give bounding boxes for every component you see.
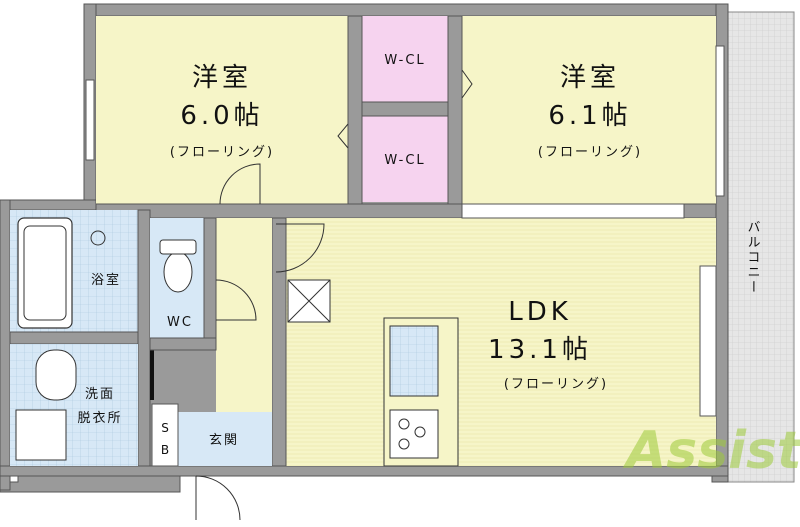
bedroom1-door xyxy=(219,163,261,205)
bedroom-1 xyxy=(96,16,348,204)
logo-text: Assist xyxy=(622,421,800,481)
bedroom2-floor: (フローリング) xyxy=(538,145,642,160)
shoe-box-label-1: S xyxy=(161,421,169,435)
ldk-name: LDK xyxy=(508,297,572,327)
left-lower-wall xyxy=(0,199,11,491)
bottom-wall xyxy=(0,465,729,477)
window-left xyxy=(85,79,95,161)
closet2-door xyxy=(461,69,473,99)
toilet-tank-icon xyxy=(159,239,197,255)
ldk-size: 13.1帖 xyxy=(488,335,592,365)
bedroom2-size: 6.1帖 xyxy=(548,101,631,131)
balcony-label: バルコニー xyxy=(745,220,761,295)
washing-machine-pan xyxy=(15,409,67,461)
stove-top xyxy=(389,409,439,459)
washroom-door-frame xyxy=(150,340,154,400)
toilet-bowl-icon xyxy=(163,251,193,293)
closet-lower-label: W-CL xyxy=(384,153,425,168)
balcony-area xyxy=(727,11,795,483)
closet-upper-label: W-CL xyxy=(384,53,425,68)
storage-cross-icon xyxy=(287,279,331,323)
left-step-wall xyxy=(0,199,97,211)
bath-bottom-wall xyxy=(9,331,139,345)
bath-right-wall xyxy=(137,209,151,467)
toilet-label: WC xyxy=(167,315,193,330)
washroom-label-1: 洗面 xyxy=(85,387,115,402)
bedroom-2 xyxy=(462,16,716,204)
toilet-bottom-wall xyxy=(149,337,217,351)
sliding-partition xyxy=(461,203,685,219)
closet-lower xyxy=(362,116,448,202)
bedroom1-floor: (フローリング) xyxy=(170,145,274,160)
ldk-door xyxy=(275,223,325,273)
bedroom2-name: 洋室 xyxy=(560,63,620,93)
bathtub xyxy=(17,217,73,329)
kitchen-sink xyxy=(389,325,439,397)
entrance-area xyxy=(178,412,272,466)
shoe-box xyxy=(151,403,179,467)
ldk-left-wall xyxy=(271,217,287,467)
ldk-floor: (フローリング) xyxy=(504,377,608,392)
washbasin xyxy=(35,349,77,401)
bath-label: 浴室 xyxy=(91,272,121,288)
burner-icon xyxy=(414,426,426,438)
burner-icon xyxy=(398,438,410,450)
toilet-right-wall xyxy=(203,217,217,339)
ldk-room xyxy=(286,218,716,466)
top-wall xyxy=(83,3,729,17)
entrance-door xyxy=(195,475,241,521)
toilet-door xyxy=(215,279,257,321)
closet-divider xyxy=(361,101,449,117)
washroom-label-2: 脱衣所 xyxy=(77,410,122,426)
assist-logo: Assist xyxy=(622,421,800,481)
entrance-label: 玄関 xyxy=(209,433,239,448)
shower-head-icon xyxy=(90,230,106,246)
closet-wall-left xyxy=(347,15,363,207)
burner-icon xyxy=(398,418,410,430)
bedroom1-size: 6.0帖 xyxy=(180,101,263,131)
bathtub-inner xyxy=(23,225,67,321)
bedroom1-name: 洋室 xyxy=(192,63,252,93)
shoe-box-label-2: B xyxy=(161,443,169,457)
closet1-door xyxy=(337,123,349,149)
closet-wall-right xyxy=(447,15,463,207)
closet-upper xyxy=(362,16,448,102)
window-bedroom2 xyxy=(715,45,725,197)
window-ldk xyxy=(699,265,717,417)
